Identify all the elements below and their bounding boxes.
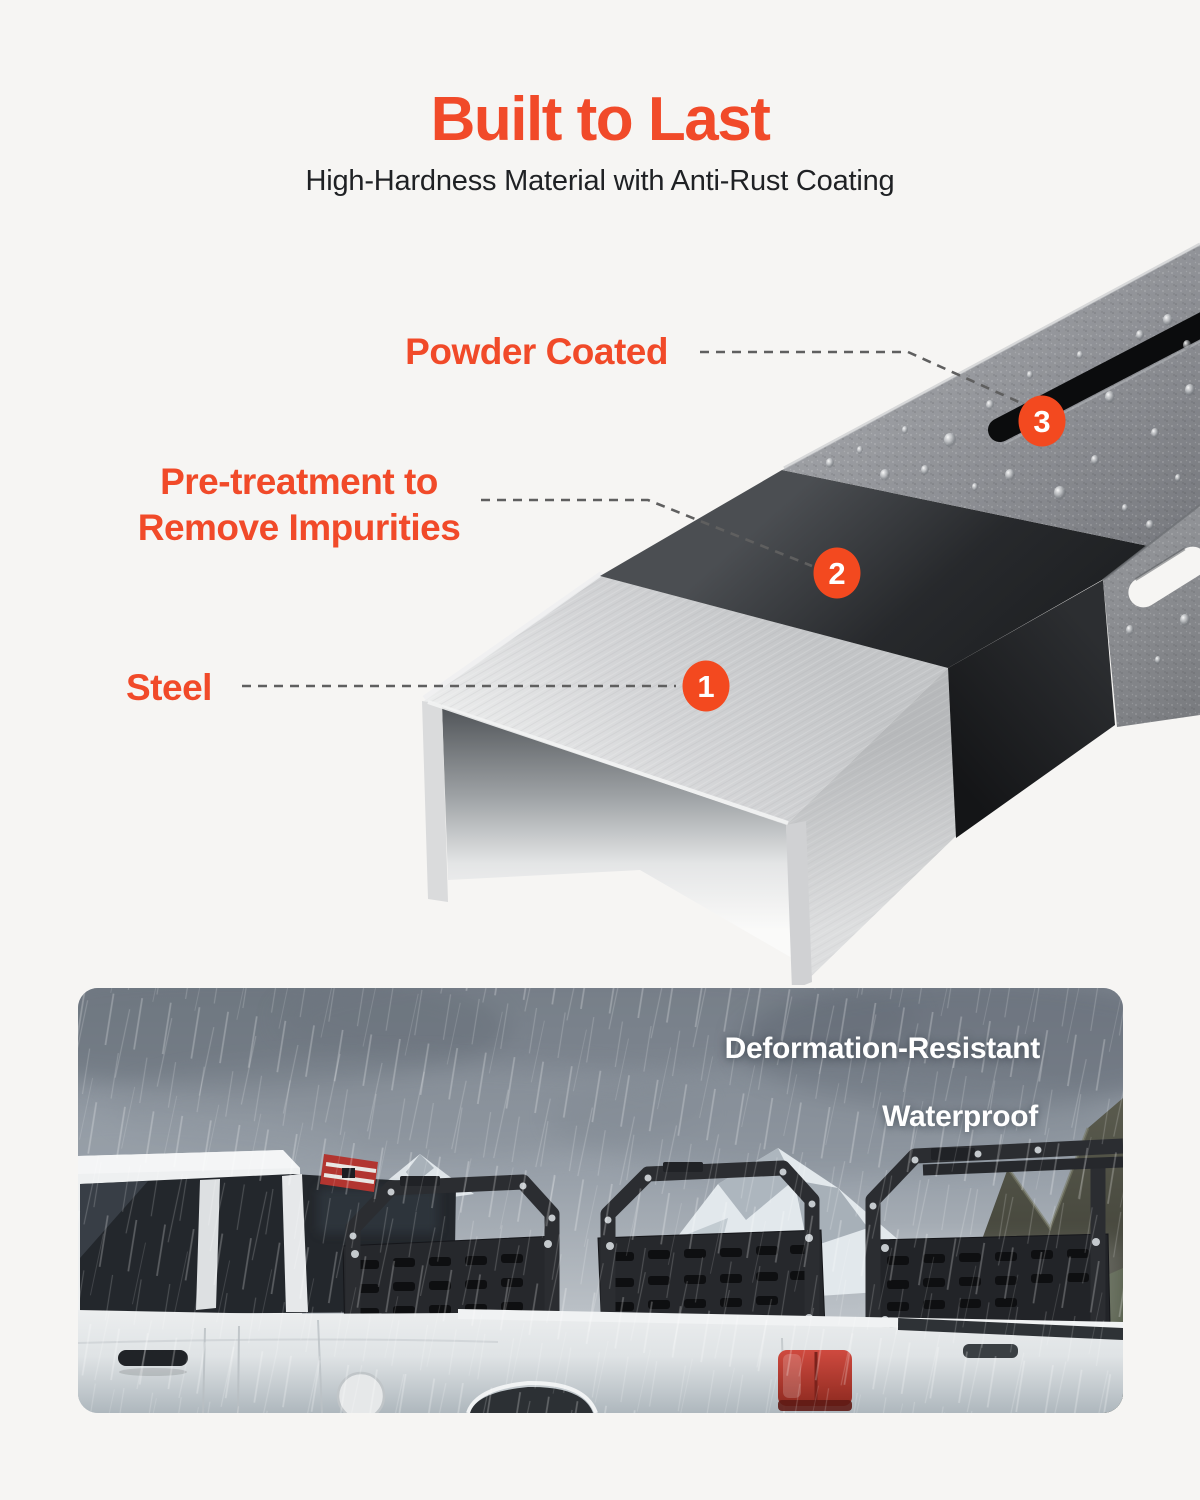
material-diagram: 1 2 3 Powder Coated Pre-treatment to Rem… xyxy=(0,225,1200,985)
leader-line-powder xyxy=(700,350,1033,410)
truck-photo-illustration xyxy=(78,988,1123,1413)
label-pre-treatment-line2: Remove Impurities xyxy=(137,507,461,548)
caption-waterproof: Waterproof xyxy=(882,1100,1038,1133)
header: Built to Last High-Hardness Material wit… xyxy=(0,0,1200,198)
side-slot-hole xyxy=(1128,546,1200,608)
callout-badge-2: 2 xyxy=(813,547,861,599)
material-bar-illustration: 1 2 3 xyxy=(242,242,1200,985)
steel-section xyxy=(422,570,956,985)
label-pre-treatment-line1: Pre-treatment to xyxy=(160,461,438,502)
page-title: Built to Last xyxy=(430,85,771,154)
svg-text:3: 3 xyxy=(1033,404,1050,439)
leader-line-pretreatment xyxy=(481,498,813,568)
label-steel: Steel xyxy=(126,667,212,708)
callout-badge-1: 1 xyxy=(682,660,730,712)
callout-badges: 1 2 3 xyxy=(682,395,1066,712)
pretreatment-section xyxy=(600,470,1158,838)
page-subtitle: High-Hardness Material with Anti-Rust Co… xyxy=(305,165,895,197)
svg-text:1: 1 xyxy=(697,669,714,704)
feature-photo-card: Deformation-Resistant Waterproof xyxy=(78,988,1123,1413)
leader-lines xyxy=(242,350,1033,688)
label-powder-coated: Powder Coated xyxy=(405,331,668,372)
rain-overlay xyxy=(78,988,1123,1413)
svg-text:2: 2 xyxy=(828,556,845,591)
callout-badge-3: 3 xyxy=(1018,395,1066,447)
powder-section xyxy=(782,242,1200,727)
steel-channel-interior xyxy=(442,706,792,958)
caption-deformation-resistant: Deformation-Resistant xyxy=(724,1032,1041,1065)
water-droplets xyxy=(826,314,1195,664)
label-pre-treatment: Pre-treatment to Remove Impurities xyxy=(60,459,538,551)
